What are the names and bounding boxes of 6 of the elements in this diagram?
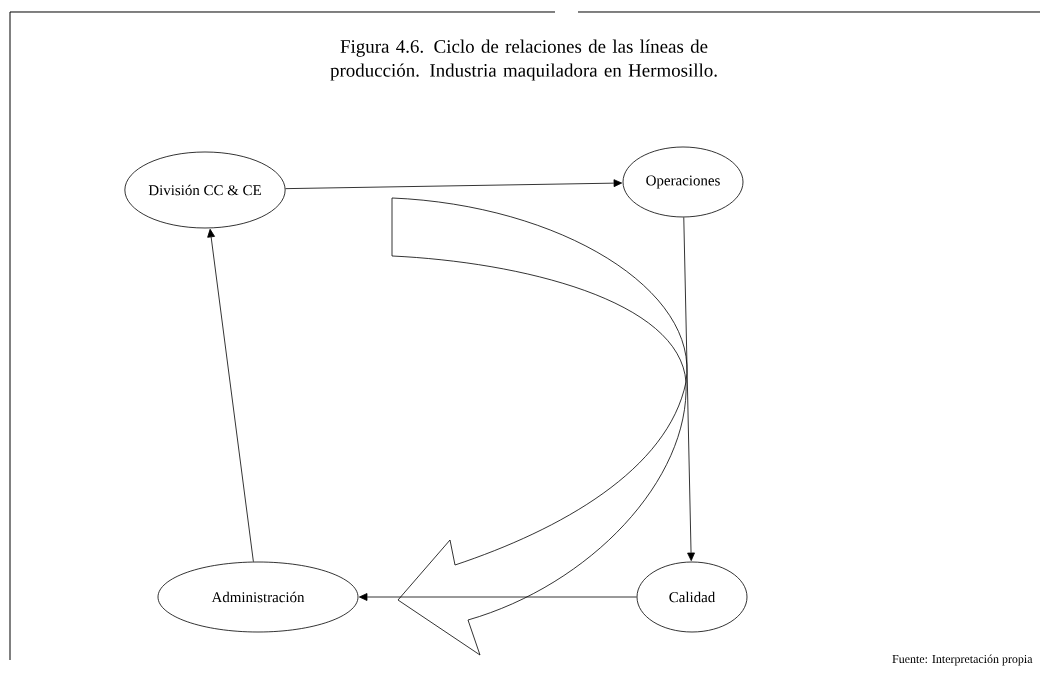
figure-title: Figura 4.6. Ciclo de relaciones de las líneas de producción. Industria maquiladora en Hermosillo. — [330, 39, 717, 81]
arrow — [207, 228, 254, 563]
arrow — [285, 179, 623, 190]
arrow — [683, 217, 695, 561]
arrow — [359, 593, 637, 601]
source-note: Fuente: Interpretación propia — [892, 654, 1033, 666]
